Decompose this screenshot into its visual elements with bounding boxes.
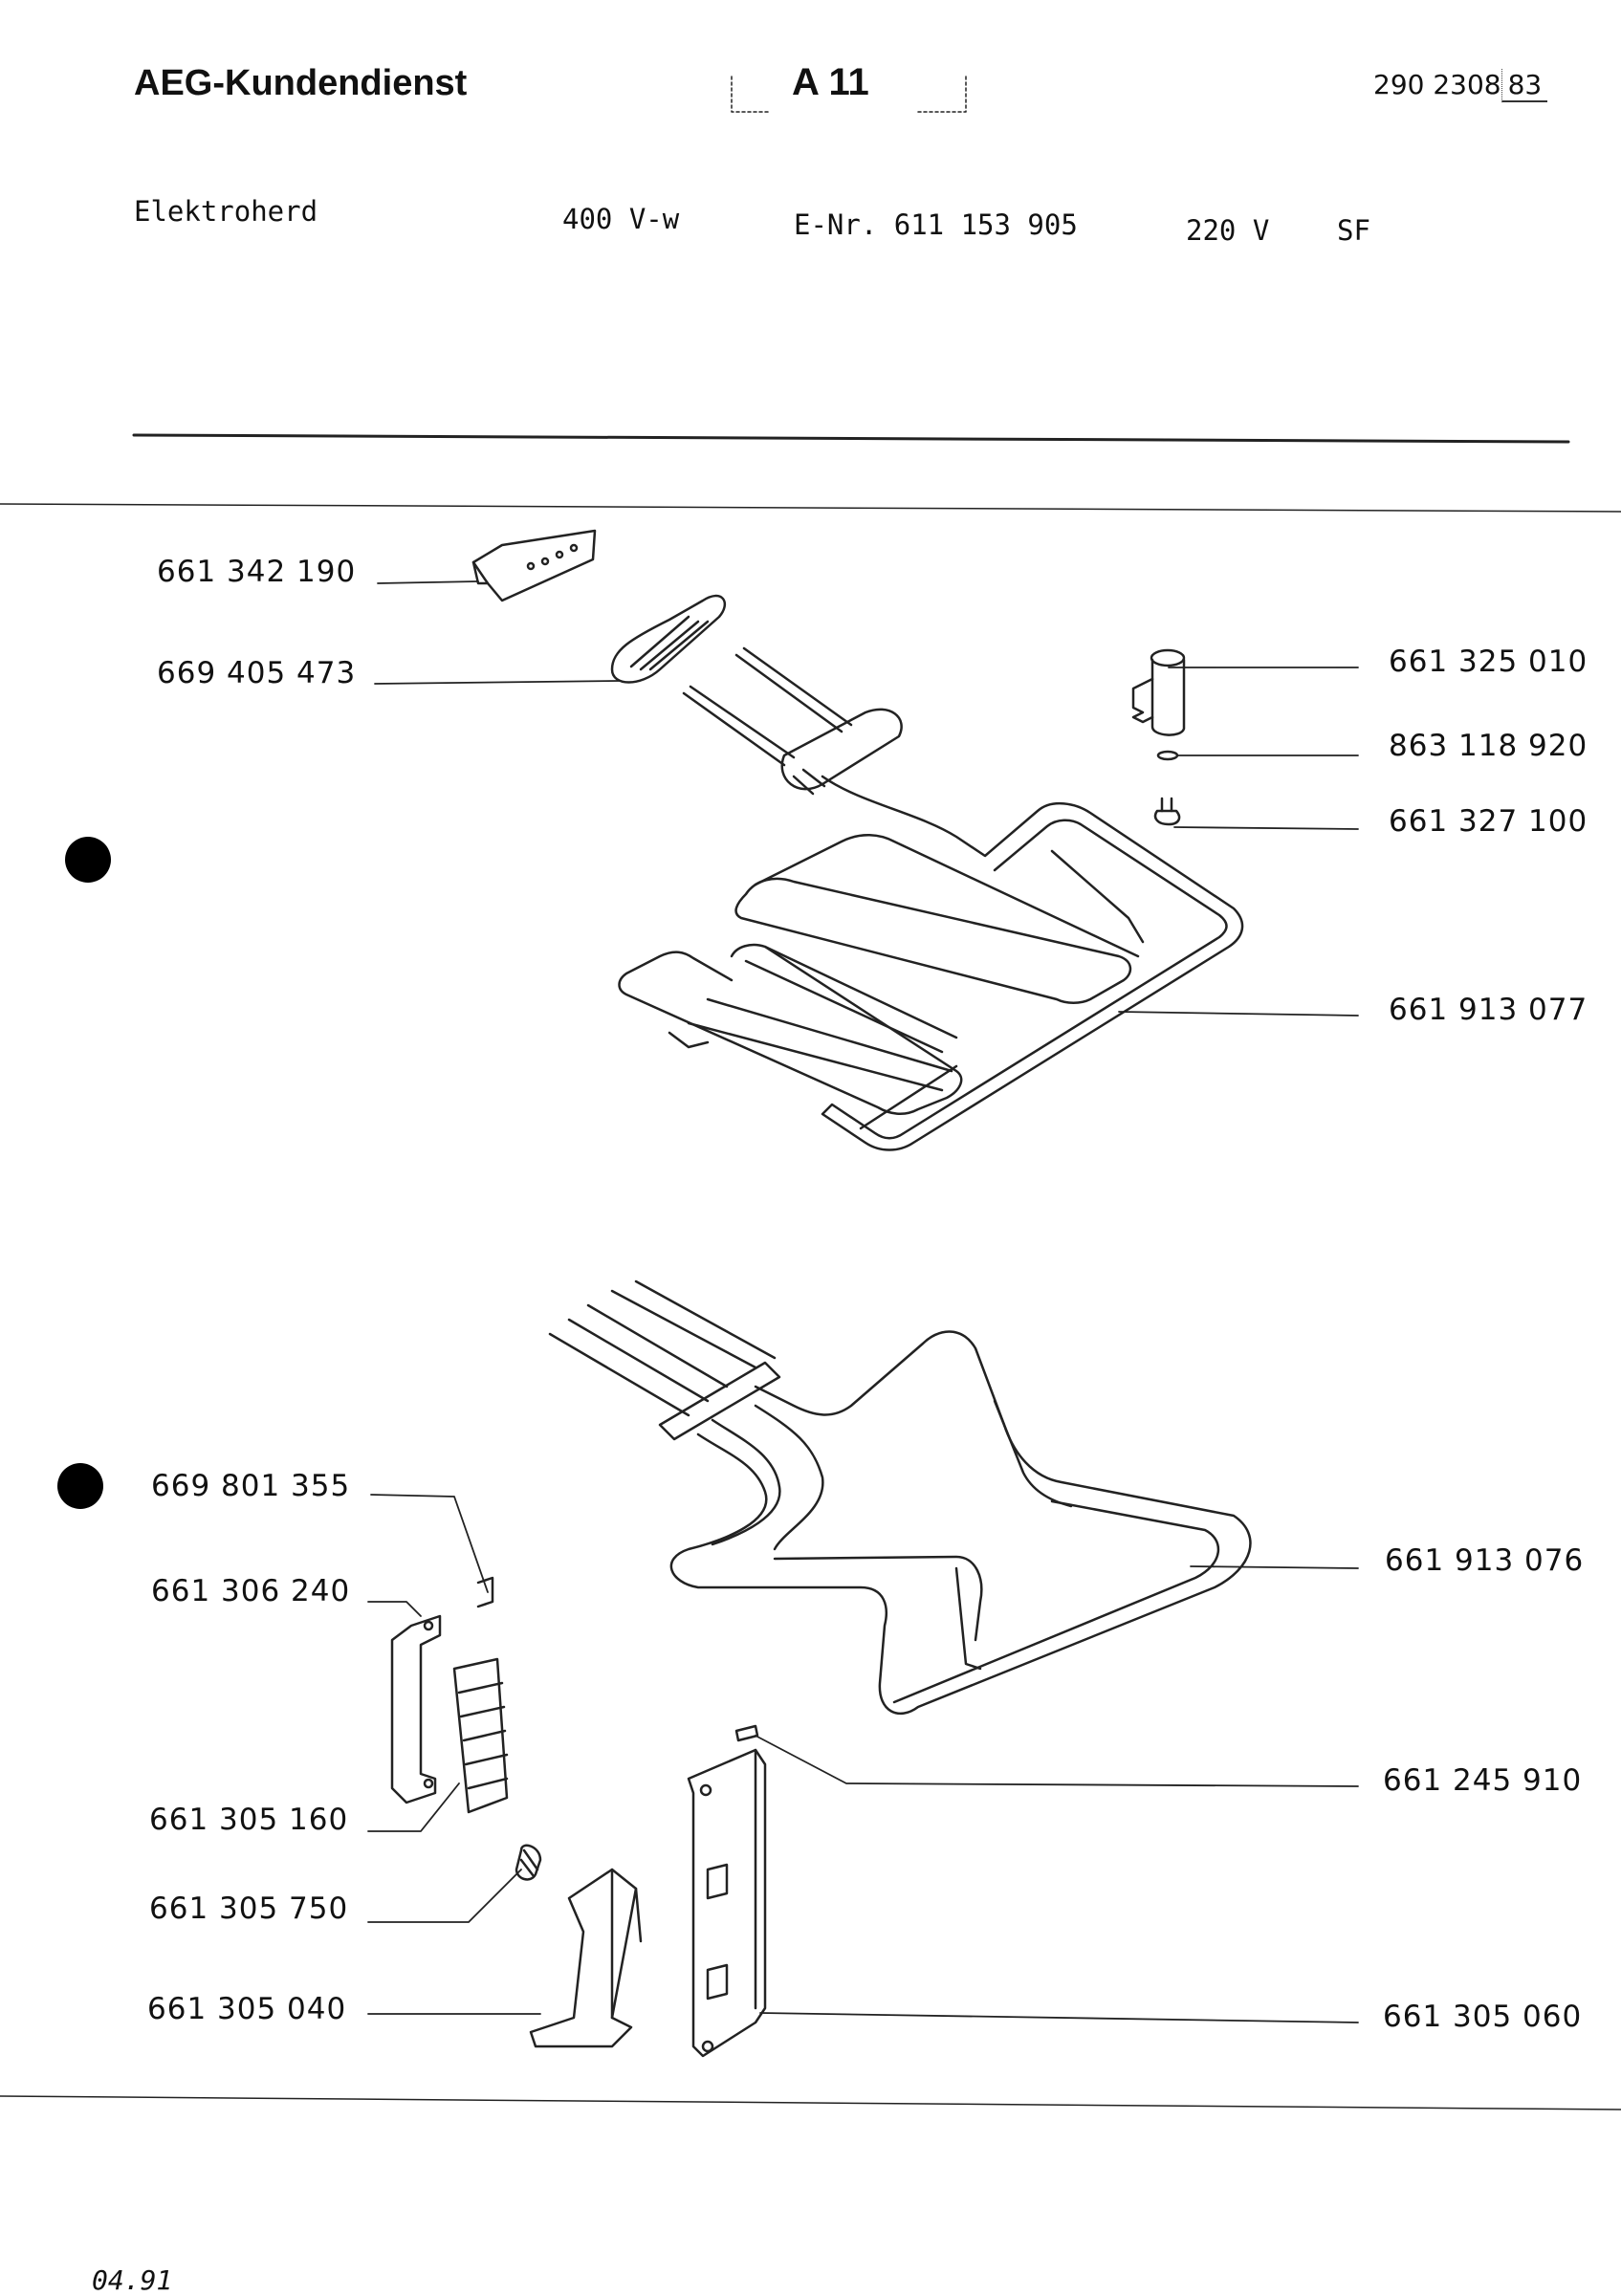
part-number-label: 669 801 355: [151, 1469, 351, 1503]
part-number-label: 661 913 076: [1385, 1543, 1585, 1578]
section-rule-top: [0, 503, 1621, 513]
part-number-label: 661 325 010: [1389, 645, 1588, 679]
header-rule: [132, 433, 1570, 444]
lower-heating-element: [548, 1279, 1252, 1716]
variant: SF: [1337, 214, 1370, 247]
brand-title: AEG-Kundendienst: [134, 63, 468, 103]
part-number-label: 669 405 473: [157, 656, 357, 690]
upper-heating-element: [471, 529, 1244, 1151]
revision-date: 04.91: [92, 2264, 173, 2296]
part-number-label: 661 305 750: [149, 1891, 349, 1926]
lower-left-brackets: [390, 1576, 643, 2048]
part-number-label: 661 305 040: [147, 1992, 347, 2026]
part-number-label: 661 306 240: [151, 1574, 351, 1608]
e-number: E-Nr. 611 153 905: [794, 208, 1078, 241]
product-name: Elektroherd: [134, 195, 318, 228]
lower-right-bracket: [687, 1724, 767, 2058]
document-number-main: 290 2308: [1373, 69, 1501, 100]
sheet-code: A 11: [792, 61, 869, 103]
part-number-label: 661 245 910: [1383, 1763, 1583, 1798]
registration-dot-upper: [65, 837, 111, 883]
voltage-alt: 220 V: [1186, 214, 1270, 247]
part-number-label: 661 305 060: [1383, 2000, 1583, 2034]
thermostat-sensor-parts: [1131, 648, 1186, 826]
part-number-label: 661 342 190: [157, 555, 357, 589]
voltage-main: 400 V-w: [562, 203, 680, 235]
part-number-label: 863 118 920: [1389, 729, 1588, 763]
document-number-suffix: 83: [1501, 69, 1548, 102]
part-number-label: 661 327 100: [1389, 804, 1588, 839]
registration-dot-lower: [57, 1463, 103, 1509]
section-rule-bottom: [0, 2095, 1621, 2110]
part-number-label: 661 305 160: [149, 1803, 349, 1837]
part-number-label: 661 913 077: [1389, 993, 1588, 1027]
leader-lines: [367, 580, 1359, 2023]
